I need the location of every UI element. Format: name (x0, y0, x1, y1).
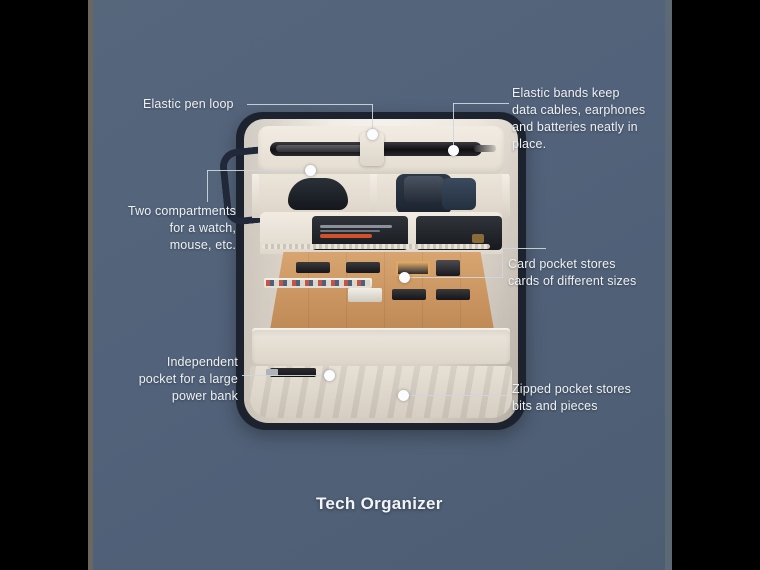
right-letterbox-edge (665, 0, 672, 570)
watch-face (404, 176, 444, 202)
annotation-card-pocket: Card pocket stores cards of different si… (508, 257, 637, 288)
callout-dot-two-compartments (305, 165, 316, 176)
leader-line-card-pocket (404, 277, 502, 278)
cable-grey (320, 225, 392, 228)
power-bank-pocket (252, 330, 510, 364)
card-slot (296, 262, 330, 273)
usb-connector (266, 369, 278, 376)
card-panel-top-zip (262, 244, 490, 249)
leader-drop-elastic-bands (453, 103, 454, 149)
card-slot (436, 289, 470, 300)
card-slot (348, 288, 382, 302)
pen-barrel-highlight (276, 145, 368, 152)
usb-cable (270, 368, 316, 377)
cable-orange (320, 234, 372, 238)
annotation-zipped-pocket: Zipped pocket stores bits and pieces (512, 382, 632, 413)
callout-dot-independent-pocket (324, 370, 335, 381)
zipper-teeth (266, 280, 370, 286)
watch-band (442, 178, 476, 210)
callout-dot-zipped-pocket (398, 390, 409, 401)
card-slot (346, 262, 380, 273)
leader-line-zipped-pocket (403, 395, 507, 396)
cable-grey-2 (320, 230, 380, 232)
callout-dot-pen-loop (367, 129, 378, 140)
leader-line-pen-loop (247, 104, 373, 105)
leader-line-elastic-bands (453, 103, 509, 104)
callout-dot-card-pocket (399, 272, 410, 283)
annotation-two-compartments: Two compartments for a watch, mouse, etc… (128, 204, 236, 252)
pouch-badge (472, 234, 484, 243)
leader-line-two-compartments (207, 170, 312, 171)
annotation-elastic-pen-loop: Elastic pen loop (143, 97, 234, 111)
callout-dot-elastic-bands (448, 145, 459, 156)
leader-line-card-pocket-2 (502, 248, 546, 249)
compartment-divider-right (502, 174, 509, 218)
leader-drop-pen-loop (372, 104, 373, 134)
pen-tip (474, 145, 496, 152)
compartment-divider-left (252, 174, 259, 218)
leader-drop-two-compartments (207, 170, 208, 202)
card-slot (392, 289, 426, 300)
annotation-elastic-bands: Elastic bands keep data cables, earphone… (512, 86, 646, 151)
annotation-independent-pocket: Independent pocket for a large power ban… (138, 355, 238, 403)
compartment-divider (370, 174, 377, 218)
mouse-item (288, 178, 348, 210)
tech-organizer-bag-photo (218, 112, 526, 430)
left-letterbox-edge (88, 0, 93, 570)
leader-rise-card-pocket (502, 248, 503, 278)
card-slot (436, 260, 460, 276)
leader-line-independent-pocket (242, 375, 329, 376)
product-title: Tech Organizer (316, 494, 443, 513)
